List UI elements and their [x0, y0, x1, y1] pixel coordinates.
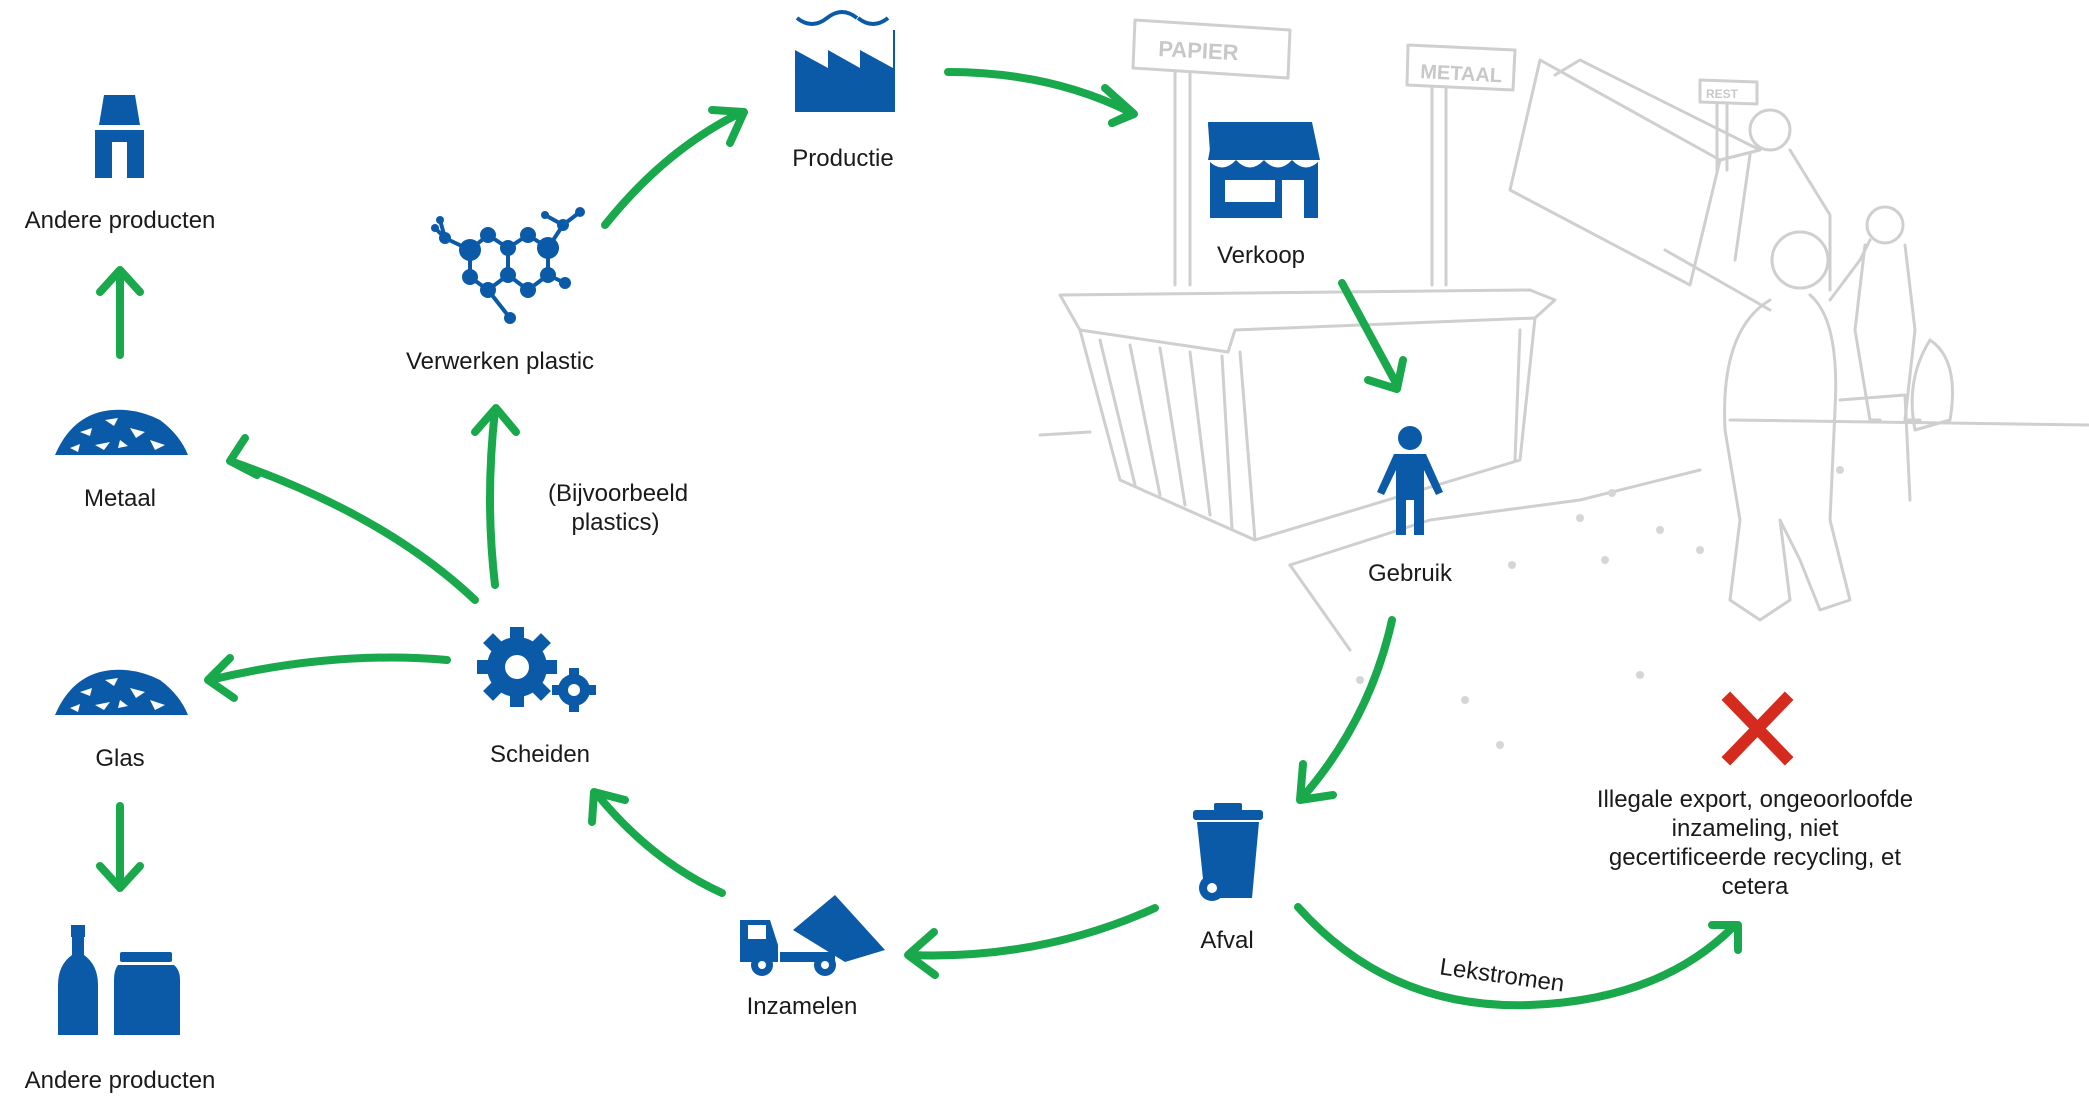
metal-pile-icon [55, 409, 188, 455]
arrow-afval-to-inzamelen [904, 904, 1159, 979]
node-label-metaal: Metaal [83, 485, 157, 512]
node-label-gebruik: Gebruik [1367, 560, 1453, 587]
gears-icon [477, 627, 596, 712]
sign-metaal: METAAL [1420, 61, 1503, 87]
arrow-glas-to-andere-bottom [96, 802, 144, 892]
cross-icon [1721, 691, 1794, 766]
node-label-bijvoorbeeld: (Bijvoorbeeld plastics) [548, 480, 689, 536]
arrow-scheiden-to-verwerken [471, 404, 520, 589]
node-label-andere-producten-top: Andere producten [24, 207, 216, 234]
road-icon [95, 95, 144, 178]
arrow-afval-to-illegaal [1294, 903, 1742, 1010]
waste-bin-icon [1193, 803, 1263, 901]
arrow-productie-to-verkoop [944, 68, 1138, 127]
arrow-gebruik-to-afval [1296, 616, 1396, 804]
node-label-verwerken-plastic: Verwerken plastic [405, 348, 595, 375]
shop-icon [1208, 122, 1320, 218]
node-label-productie: Productie [792, 145, 894, 172]
node-label-inzamelen: Inzamelen [746, 993, 858, 1020]
node-label-verkoop: Verkoop [1216, 242, 1306, 269]
arrow-verkoop-to-gebruik [1338, 279, 1407, 393]
arrow-verwerken-to-productie [601, 106, 748, 229]
arrow-metaal-to-andere-top [96, 266, 144, 359]
sign-rest: REST [1706, 87, 1739, 101]
arrow-scheiden-to-metaal [226, 434, 479, 604]
bottle-jar-icon [58, 925, 180, 1035]
arrow-scheiden-to-glas [204, 653, 451, 702]
arrow-inzamelen-to-scheiden [588, 788, 726, 897]
molecule-icon [431, 207, 585, 324]
person-icon [1377, 426, 1443, 535]
truck-icon [740, 895, 885, 976]
factory-icon [795, 10, 895, 112]
sign-papier: PAPIER [1158, 36, 1240, 65]
node-label-afval: Afval [1200, 927, 1254, 954]
node-label-illegaal: Illegale export, ongeoorloofde inzamelin… [1596, 786, 1914, 900]
node-label-andere-producten-bottom: Andere producten [24, 1067, 216, 1094]
node-label-scheiden: Scheiden [489, 741, 591, 768]
glass-pile-icon [55, 669, 188, 715]
node-label-glas: Glas [95, 745, 145, 772]
